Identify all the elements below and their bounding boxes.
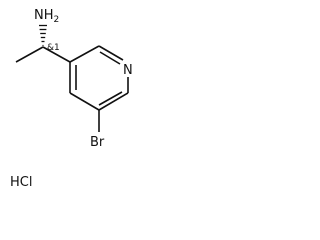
ring-nitrogen-label: N — [123, 63, 133, 78]
stereo-label: &1 — [47, 43, 60, 53]
ring-bond-c3-c2 — [69, 45, 100, 63]
ring-bond-c6-c5-double-inner — [98, 91, 123, 106]
ring-bond-c5-c4 — [69, 92, 100, 111]
bond-methyl-chiral — [15, 46, 44, 63]
ring-bond-c2-n-double-inner — [99, 51, 121, 65]
salt-label: HCl — [10, 175, 32, 190]
bromine-label: Br — [90, 135, 105, 150]
bond-chiral-amine-hashed — [39, 24, 47, 47]
ring-bond-c2-n-double-outer — [98, 45, 124, 61]
bond-chiral-ring — [42, 46, 71, 63]
amine-label-main: NH — [34, 8, 54, 23]
chemical-structure: NH2 &1 N Br HCl — [10, 8, 133, 190]
ring-bond-c6-c5 — [98, 92, 129, 111]
amine-label-subscript: 2 — [54, 15, 60, 25]
amine-label: NH2 — [34, 8, 59, 25]
